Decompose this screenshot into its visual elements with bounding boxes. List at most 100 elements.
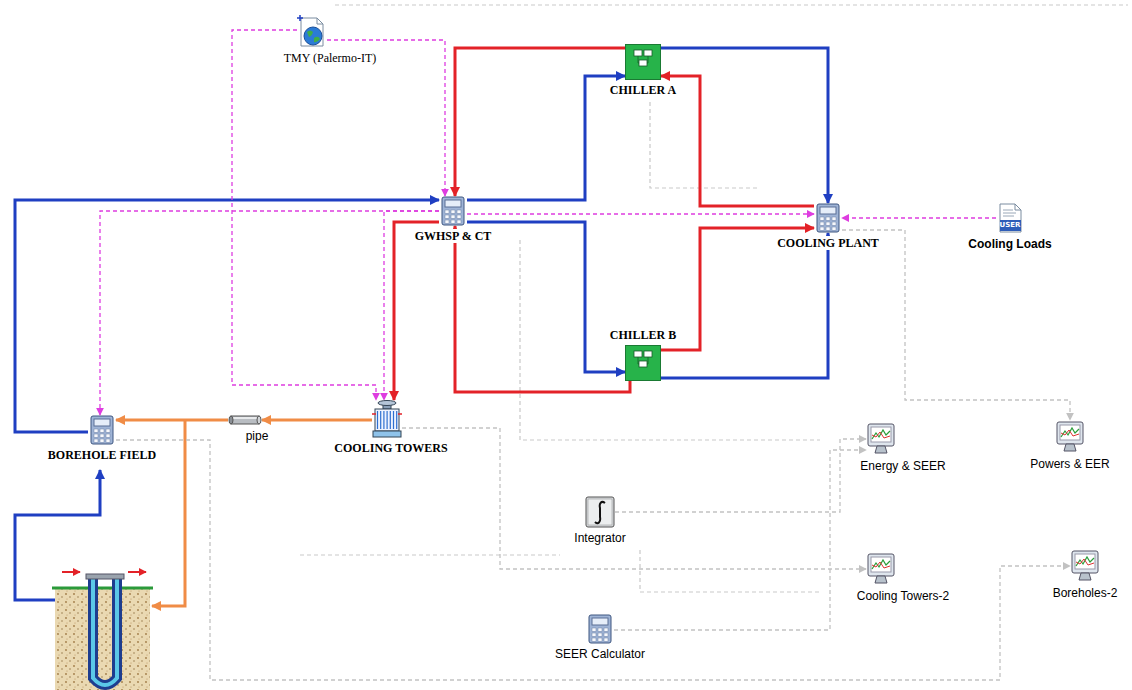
calculator-key xyxy=(598,628,602,631)
component-label: TMY (Palermo-IT) xyxy=(282,51,379,65)
fluid-pipe xyxy=(661,48,828,203)
signal-line xyxy=(520,240,820,440)
calculator-display xyxy=(94,419,110,426)
fluid-pipe xyxy=(394,222,439,400)
calculator-key xyxy=(457,215,461,218)
calculator-display xyxy=(592,618,608,625)
integrator-face xyxy=(588,499,612,525)
plotter-icon: Energy & SEER xyxy=(866,422,896,456)
icon-graphic xyxy=(996,202,1024,234)
monitor-screen xyxy=(871,427,891,442)
document-page xyxy=(301,18,323,46)
component-label: Energy & SEER xyxy=(858,459,947,473)
calculator-body xyxy=(91,416,113,444)
weather-signal-line xyxy=(842,217,996,218)
calculator-key xyxy=(100,434,104,437)
calculator-key xyxy=(826,227,830,230)
plotter-icon: Boreholes-2 xyxy=(1070,549,1100,583)
calculator-icon: BOREHOLE FIELD xyxy=(88,415,116,445)
calculator-icon: COOLING PLANT xyxy=(814,203,842,233)
water-stream xyxy=(387,411,388,429)
icon-graphic xyxy=(1055,420,1085,454)
fluid-pipe xyxy=(262,419,372,422)
text-lines xyxy=(1003,210,1016,216)
monitor-stand xyxy=(1079,573,1091,580)
monitor-stand xyxy=(875,576,887,583)
monitor-stand xyxy=(875,446,887,453)
output-signal-line xyxy=(116,440,1070,680)
ground-surface xyxy=(52,587,153,590)
water-stream xyxy=(380,411,381,429)
integrator-body xyxy=(586,497,614,527)
weather-signal-line xyxy=(467,213,814,214)
monitor-frame xyxy=(1057,422,1083,444)
water-stream xyxy=(377,411,378,429)
flow-arrow xyxy=(128,571,146,573)
cooling-tower-icon: COOLING TOWERS xyxy=(372,400,402,438)
chiller-symbol xyxy=(638,56,648,63)
calculator-body xyxy=(589,615,611,643)
calculator-key xyxy=(100,439,104,442)
calculator-body xyxy=(817,204,839,232)
calculator-icon: GWHSP & CT xyxy=(439,196,467,226)
calculator-key xyxy=(598,638,602,641)
monitor-stand xyxy=(1064,444,1076,451)
calculator-key xyxy=(94,429,98,432)
weather-data-icon: TMY (Palermo-IT) xyxy=(297,16,327,48)
chiller-body xyxy=(626,45,661,80)
calculator-key xyxy=(604,628,608,631)
fluid-pipe xyxy=(467,76,625,200)
plot-curve xyxy=(872,560,890,569)
fluid-pipe xyxy=(661,76,814,206)
calculator-key xyxy=(445,220,449,223)
tower-body xyxy=(375,409,399,431)
plot-curve xyxy=(1076,559,1094,565)
chiller-symbol xyxy=(634,351,642,357)
calculator-display xyxy=(820,207,836,214)
chiller-symbol xyxy=(639,60,647,66)
icon-graphic xyxy=(866,552,896,586)
signal-line xyxy=(300,554,560,555)
calculator-key xyxy=(457,220,461,223)
plus-mark xyxy=(297,15,303,21)
chiller-symbol xyxy=(644,351,652,357)
borehole-illustration xyxy=(52,572,153,690)
calculator-key xyxy=(106,429,110,432)
component-label: Powers & EER xyxy=(1028,457,1111,471)
icon-graphic xyxy=(814,203,842,233)
integrator-icon: Integrator xyxy=(585,496,615,528)
extra-signal-lines xyxy=(300,5,1128,592)
calculator-key xyxy=(832,217,836,220)
calculator-key xyxy=(826,217,830,220)
component-label: pipe xyxy=(244,429,271,443)
calculator-key xyxy=(592,628,596,631)
calculator-key xyxy=(598,633,602,636)
component-label: CHILLER B xyxy=(608,328,678,342)
calculator-key xyxy=(106,439,110,442)
plotter-icon: Cooling Towers-2 xyxy=(866,552,896,586)
chiller-block: CHILLER A xyxy=(625,44,661,80)
calculator-key xyxy=(820,227,824,230)
integral-sign xyxy=(595,502,605,523)
monitor-screen xyxy=(871,557,891,572)
fluid-pipe xyxy=(467,222,625,372)
calculator-key xyxy=(445,215,449,218)
pipe-icon: pipe xyxy=(228,414,262,426)
chiller-body xyxy=(626,346,661,381)
fluid-pipe xyxy=(455,226,630,392)
page-fold xyxy=(1015,204,1021,210)
output-signal-line xyxy=(614,450,866,630)
icon-caption: USER xyxy=(996,221,1024,230)
connectors xyxy=(15,30,1070,680)
fluid-pipe xyxy=(116,419,228,422)
tower-fan xyxy=(378,401,396,406)
icon-graphic xyxy=(1070,549,1100,583)
calculator-key xyxy=(592,633,596,636)
calculator-key xyxy=(832,227,836,230)
component-label: COOLING TOWERS xyxy=(332,441,449,455)
component-label: Integrator xyxy=(572,531,627,545)
ground-section xyxy=(55,588,150,690)
weather-signal-line xyxy=(100,211,439,415)
